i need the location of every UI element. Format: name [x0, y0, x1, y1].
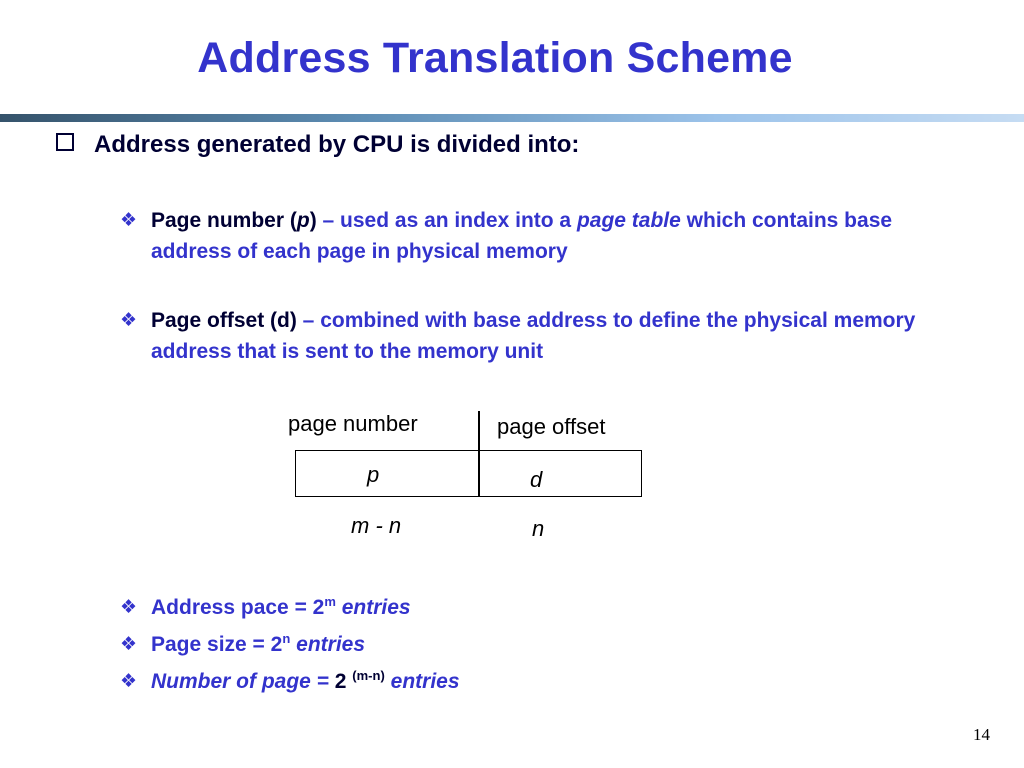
- page-number-desc-b: which contains base address of each page…: [151, 209, 893, 263]
- num-pages-text: 2: [334, 670, 353, 693]
- bullet-address-space: ❖ Address pace = 2m entries: [120, 592, 940, 623]
- diagram-cell-d: d: [530, 467, 543, 492]
- diamond-bullet-icon: ❖: [120, 310, 138, 331]
- page-offset-label: Page offset (d): [151, 309, 297, 332]
- page-number-desc-a: – used as an index into a: [316, 209, 577, 232]
- page-size-unit: entries: [296, 633, 366, 656]
- title-divider: [0, 114, 1024, 122]
- num-pages-unit: entries: [390, 670, 460, 693]
- page-number-label-end: ): [309, 209, 317, 232]
- bullet-num-pages: ❖ Number of page = 2 (m-n) entries: [120, 666, 940, 697]
- page-size-exponent: n: [282, 631, 291, 646]
- num-pages-text-em: Number of page =: [151, 670, 335, 693]
- diagram-width-n: n: [532, 516, 545, 541]
- bullet-page-size: ❖ Page size = 2n entries: [120, 629, 940, 660]
- slide-title: Address Translation Scheme: [197, 34, 793, 82]
- page-number-var: p: [296, 209, 310, 232]
- diamond-bullet-icon: ❖: [120, 210, 138, 231]
- page-size-text: Page size = 2: [151, 633, 283, 656]
- page-size-formula: Page size = 2n entries: [120, 629, 940, 660]
- main-bullet: Address generated by CPU is divided into…: [56, 131, 579, 159]
- address-diagram-box: [295, 450, 642, 497]
- address-space-text: Address pace = 2: [151, 596, 325, 619]
- diamond-bullet-icon: ❖: [120, 671, 138, 692]
- diamond-bullet-icon: ❖: [120, 634, 138, 655]
- bullet-page-offset-text: Page offset (d) – combined with base add…: [120, 305, 940, 367]
- bullet-page-number-text: Page number (p) – used as an index into …: [120, 205, 940, 267]
- diamond-bullet-icon: ❖: [120, 597, 138, 618]
- diagram-cell-p: p: [367, 462, 380, 487]
- address-space-exponent: m: [324, 594, 336, 609]
- address-space-formula: Address pace = 2m entries: [120, 592, 940, 623]
- num-pages-exponent: (m-n): [352, 668, 385, 683]
- page-table-term: page table: [576, 209, 681, 232]
- page-number-label: Page number (: [151, 209, 297, 232]
- page-offset-desc: – combined with base address to define t…: [151, 309, 916, 363]
- address-space-unit: entries: [341, 596, 411, 619]
- diagram-header-page-offset: page offset: [497, 414, 606, 439]
- main-bullet-text: Address generated by CPU is divided into…: [94, 131, 580, 158]
- bullet-page-offset: ❖ Page offset (d) – combined with base a…: [120, 305, 940, 367]
- address-diagram-divider: [478, 411, 480, 497]
- diagram-width-m-n: m - n: [351, 513, 402, 538]
- checkbox-bullet-icon: [56, 133, 74, 151]
- bullet-page-number: ❖ Page number (p) – used as an index int…: [120, 205, 940, 267]
- slide-page-number: 14: [973, 725, 990, 744]
- diagram-header-page-number: page number: [288, 411, 418, 436]
- num-pages-formula: Number of page = 2 (m-n) entries: [120, 666, 940, 697]
